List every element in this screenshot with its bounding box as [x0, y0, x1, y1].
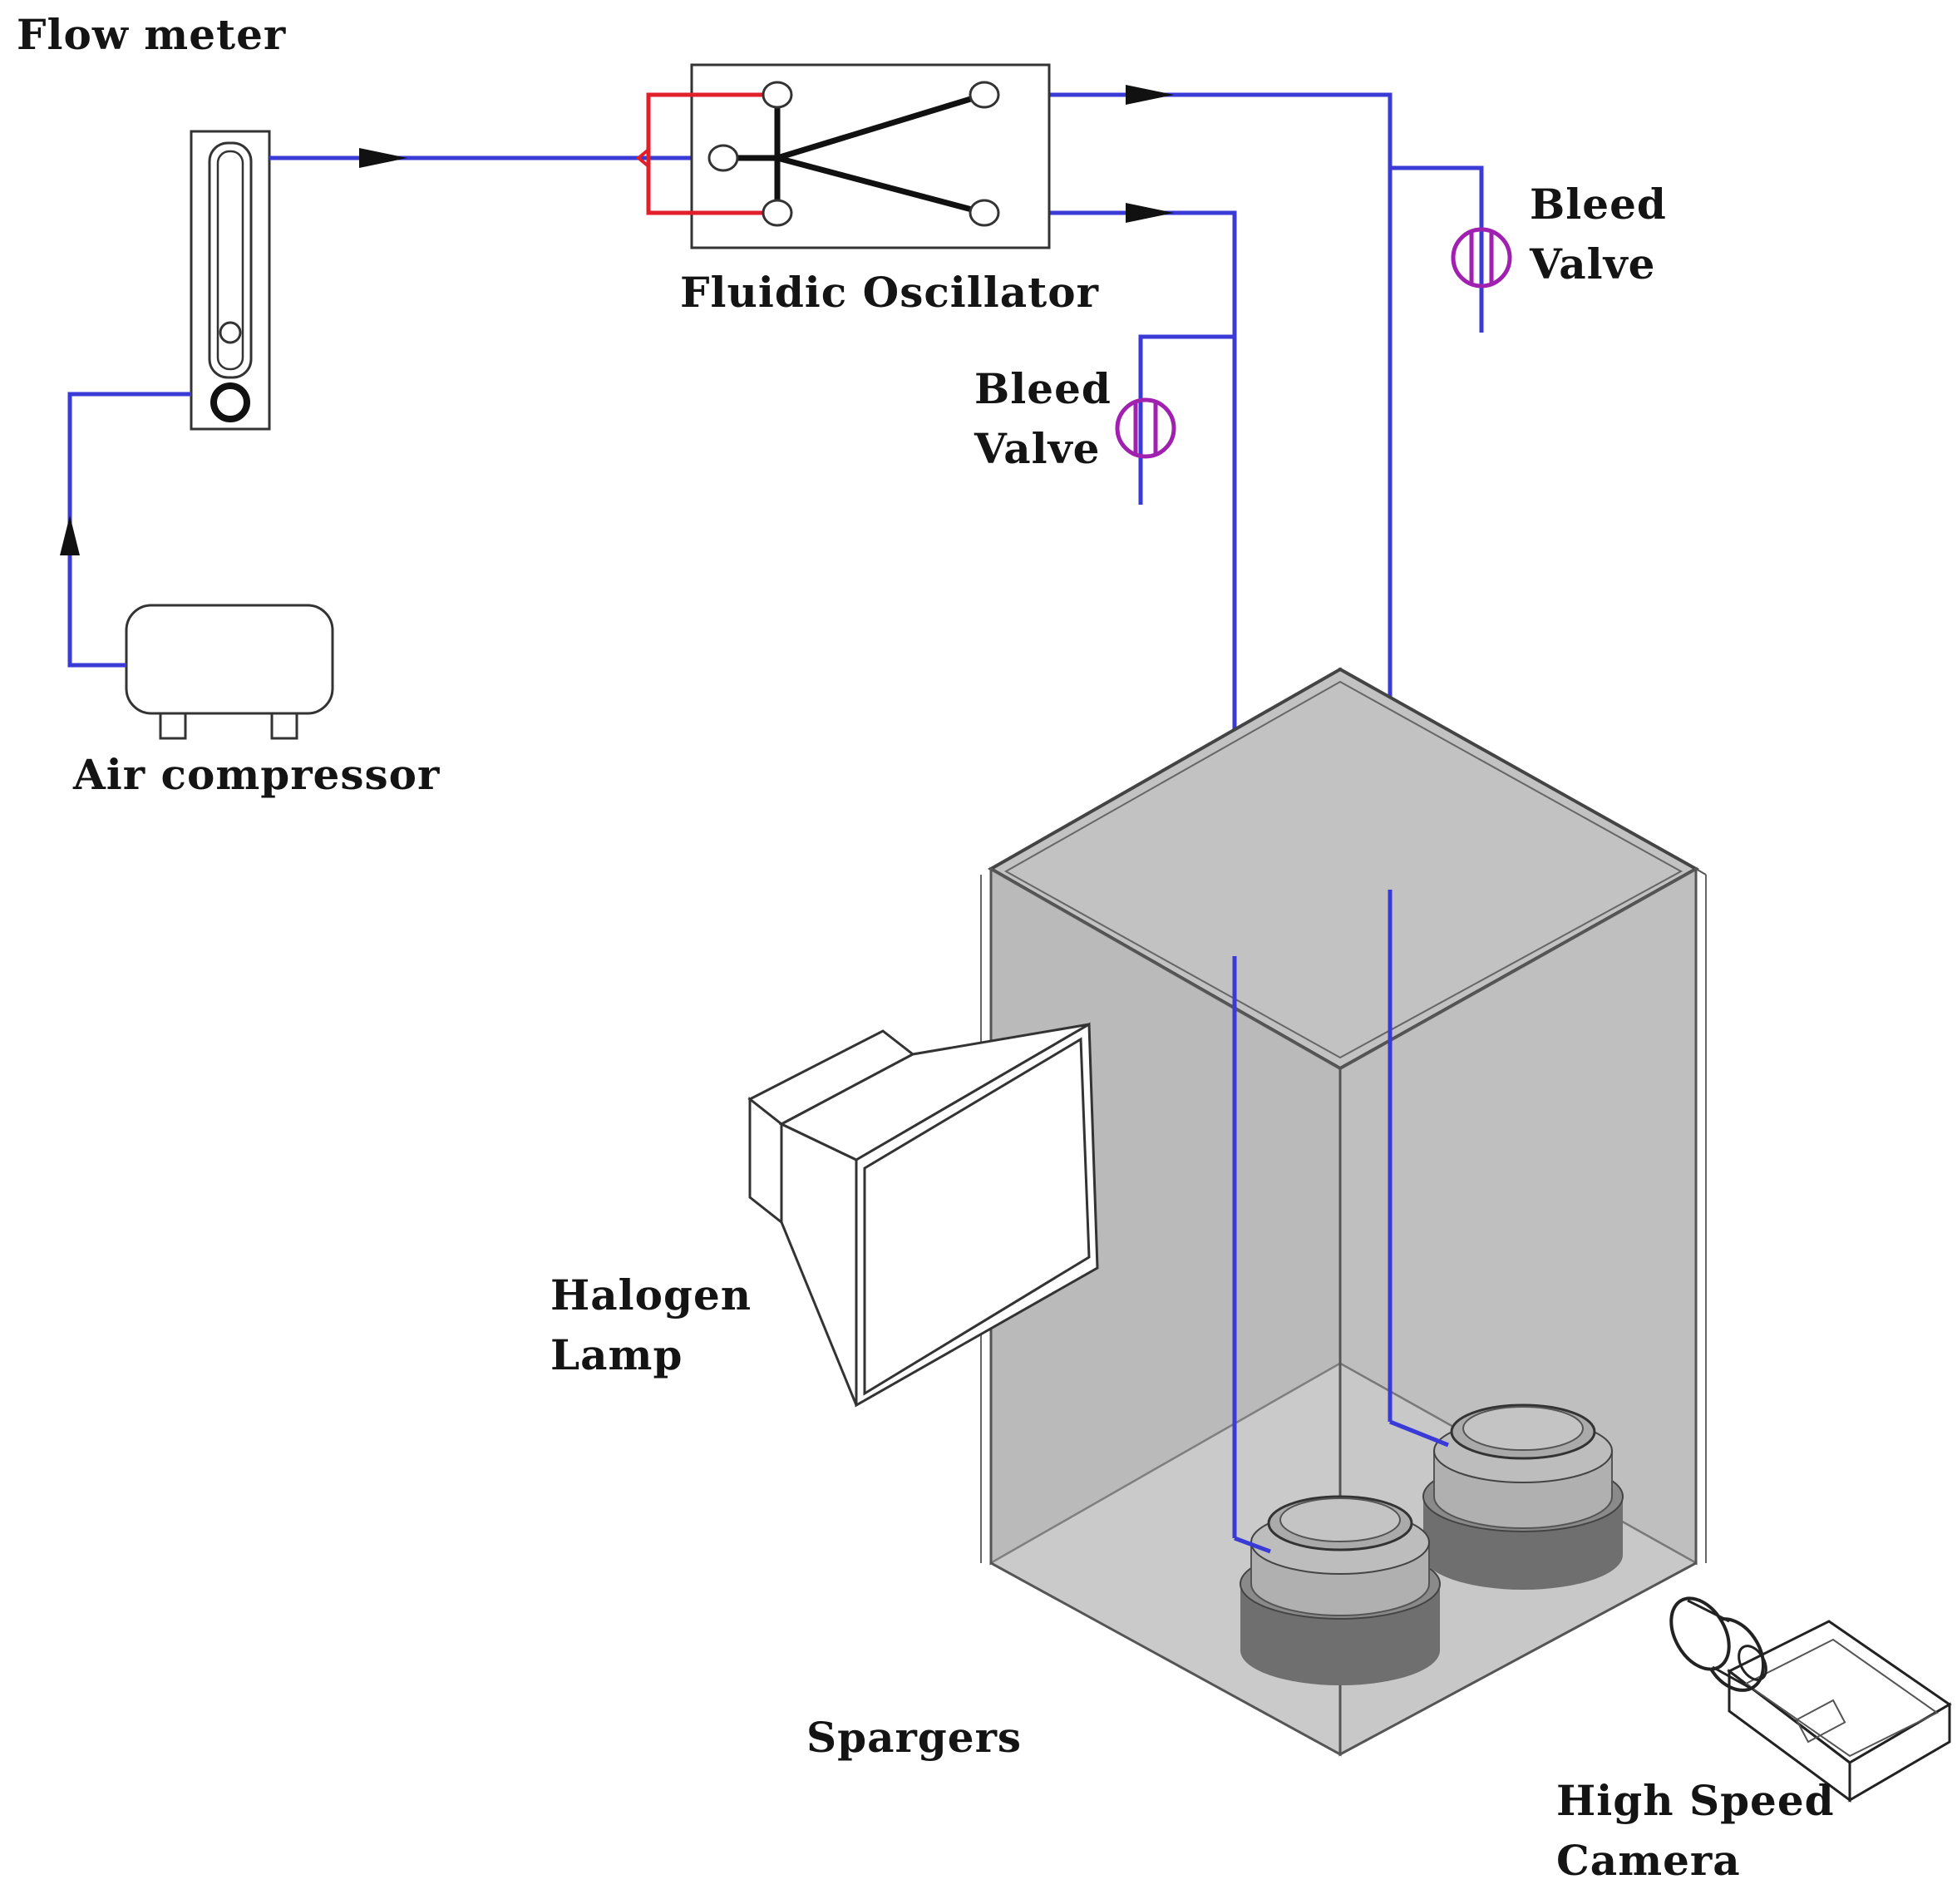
label-halogen-lamp: Halogen Lamp	[550, 1265, 752, 1385]
label-spargers: Spargers	[806, 1713, 1023, 1762]
sparger-feed-lines	[1232, 890, 1449, 1554]
label-fluidic-oscillator: Fluidic Oscillator	[680, 268, 1099, 317]
label-flow-meter: Flow meter	[17, 10, 287, 59]
arrow-up	[60, 515, 80, 555]
label-bleed-valve-right: Bleed Valve	[1530, 175, 1667, 294]
flow-meter	[190, 130, 271, 431]
bleed-valve-right	[1451, 227, 1512, 289]
label-bleed-valve-left-line1: Bleed	[974, 364, 1112, 413]
label-high-speed-camera: High Speed Camera	[1556, 1771, 1835, 1891]
arrow-right-2	[1126, 85, 1174, 105]
high-speed-camera	[1669, 1596, 1952, 1803]
arrow-right-1	[359, 148, 407, 168]
flow-arrows	[60, 85, 1174, 555]
label-bleed-valve-left-line2: Valve	[974, 424, 1101, 473]
halogen-lamp	[747, 1022, 1099, 1408]
label-high-speed-camera-line1: High Speed	[1556, 1776, 1835, 1825]
label-halogen-lamp-line1: Halogen	[550, 1270, 752, 1319]
label-high-speed-camera-line2: Camera	[1556, 1836, 1741, 1885]
label-bleed-valve-right-line1: Bleed	[1530, 180, 1667, 229]
label-bleed-valve-right-line2: Valve	[1530, 239, 1656, 289]
sparger-left	[1240, 1495, 1441, 1685]
arrow-right-3	[1126, 203, 1174, 223]
bleed-valve-left	[1115, 397, 1176, 459]
label-halogen-lamp-line2: Lamp	[550, 1330, 683, 1379]
label-bleed-valve-left: Bleed Valve	[974, 359, 1112, 479]
sparger-right	[1422, 1403, 1624, 1590]
label-air-compressor: Air compressor	[73, 750, 441, 799]
fluidic-oscillator	[635, 63, 1051, 249]
air-compressor	[125, 604, 334, 740]
